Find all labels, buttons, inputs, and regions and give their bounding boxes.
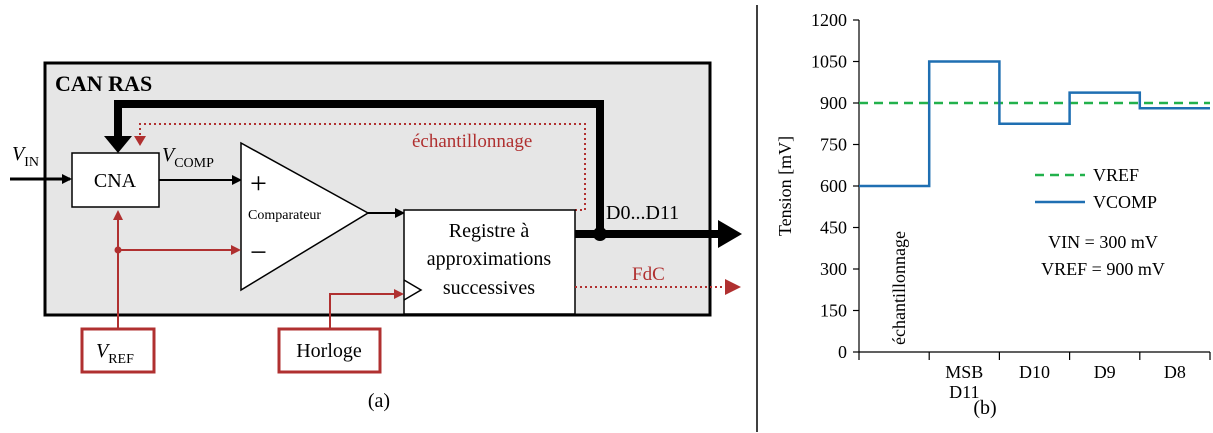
register-line-1: Registre à — [449, 220, 530, 242]
y-tick-label: 900 — [820, 93, 847, 113]
register-line-3: successives — [443, 277, 535, 299]
dac-block — [71, 152, 160, 208]
vcomp-series-line — [859, 60, 1210, 188]
vin-label: VIN — [12, 143, 39, 170]
y-tick-label: 1050 — [811, 52, 847, 72]
output-arrow-head — [718, 220, 742, 248]
y-axis-ticks: 0 150 300 450 600 750 900 1050 1200 — [811, 10, 859, 362]
sampling-label: échantillonnage — [412, 131, 532, 152]
caption-a: (a) — [368, 390, 390, 412]
caption-b: (b) — [973, 397, 996, 419]
sampling-arrow-head — [134, 136, 146, 146]
dac-label: CNA — [94, 170, 137, 192]
y-tick-label: 600 — [820, 176, 847, 196]
sampling-period-label: échantillonnage — [889, 231, 909, 345]
feedback-bus — [114, 100, 604, 234]
sampling-path — [139, 123, 586, 211]
bus-junction — [593, 227, 607, 241]
minus-sign: − — [250, 236, 267, 269]
register-line-2: approximations — [427, 248, 552, 270]
output-label: D0...D11 — [606, 202, 679, 224]
y-tick-label: 150 — [820, 301, 847, 321]
legend-label-vref: VREF — [1093, 165, 1139, 185]
feedback-arrow-head — [104, 136, 132, 153]
y-tick-label: 300 — [820, 259, 847, 279]
x-axis-period-ticks — [858, 352, 1211, 360]
x-tick-label: D9 — [1094, 362, 1116, 382]
plus-sign: + — [250, 167, 267, 200]
annotation-line-1: VIN = 300 mV — [1048, 232, 1158, 252]
vref-box — [80, 327, 156, 374]
clock-box — [277, 327, 382, 374]
annotation-line-2: VREF = 900 mV — [1041, 259, 1165, 279]
eoc-arrow-head — [725, 279, 741, 295]
x-tick-label: MSB — [945, 362, 983, 382]
x-tick-label: D10 — [1019, 362, 1050, 382]
clock-label: Horloge — [296, 340, 362, 362]
comparator-triangle — [240, 141, 370, 292]
clock-input-symbol — [403, 279, 423, 301]
y-tick-label: 1200 — [811, 10, 847, 30]
y-tick-label: 0 — [838, 342, 847, 362]
vcomp-label: VCOMP — [162, 144, 214, 171]
y-tick-label: 450 — [820, 218, 847, 238]
clock-wire — [329, 289, 404, 329]
comparator-label: Comparateur — [248, 208, 321, 223]
y-tick-label: 750 — [820, 135, 847, 155]
y-axis-label: Tension [mV] — [775, 136, 795, 236]
sar-register-block — [403, 209, 576, 315]
vref-label: VREF — [96, 340, 134, 367]
x-tick-label: D8 — [1164, 362, 1186, 382]
chart-legend: VREF VCOMP — [1035, 165, 1157, 212]
eoc-label: FdC — [632, 264, 665, 285]
vref-junction — [114, 246, 122, 254]
adc-block-diagram: CAN RAS échantillonnage VIN CNA VCOMP + … — [10, 61, 742, 412]
sar-conversion-chart: Tension [mV] 0 150 300 450 600 750 900 1050 1200… — [775, 10, 1211, 419]
legend-label-vcomp: VCOMP — [1093, 192, 1157, 212]
x-tick-label-line2: D11 — [949, 382, 979, 402]
block-title: CAN RAS — [55, 71, 152, 96]
